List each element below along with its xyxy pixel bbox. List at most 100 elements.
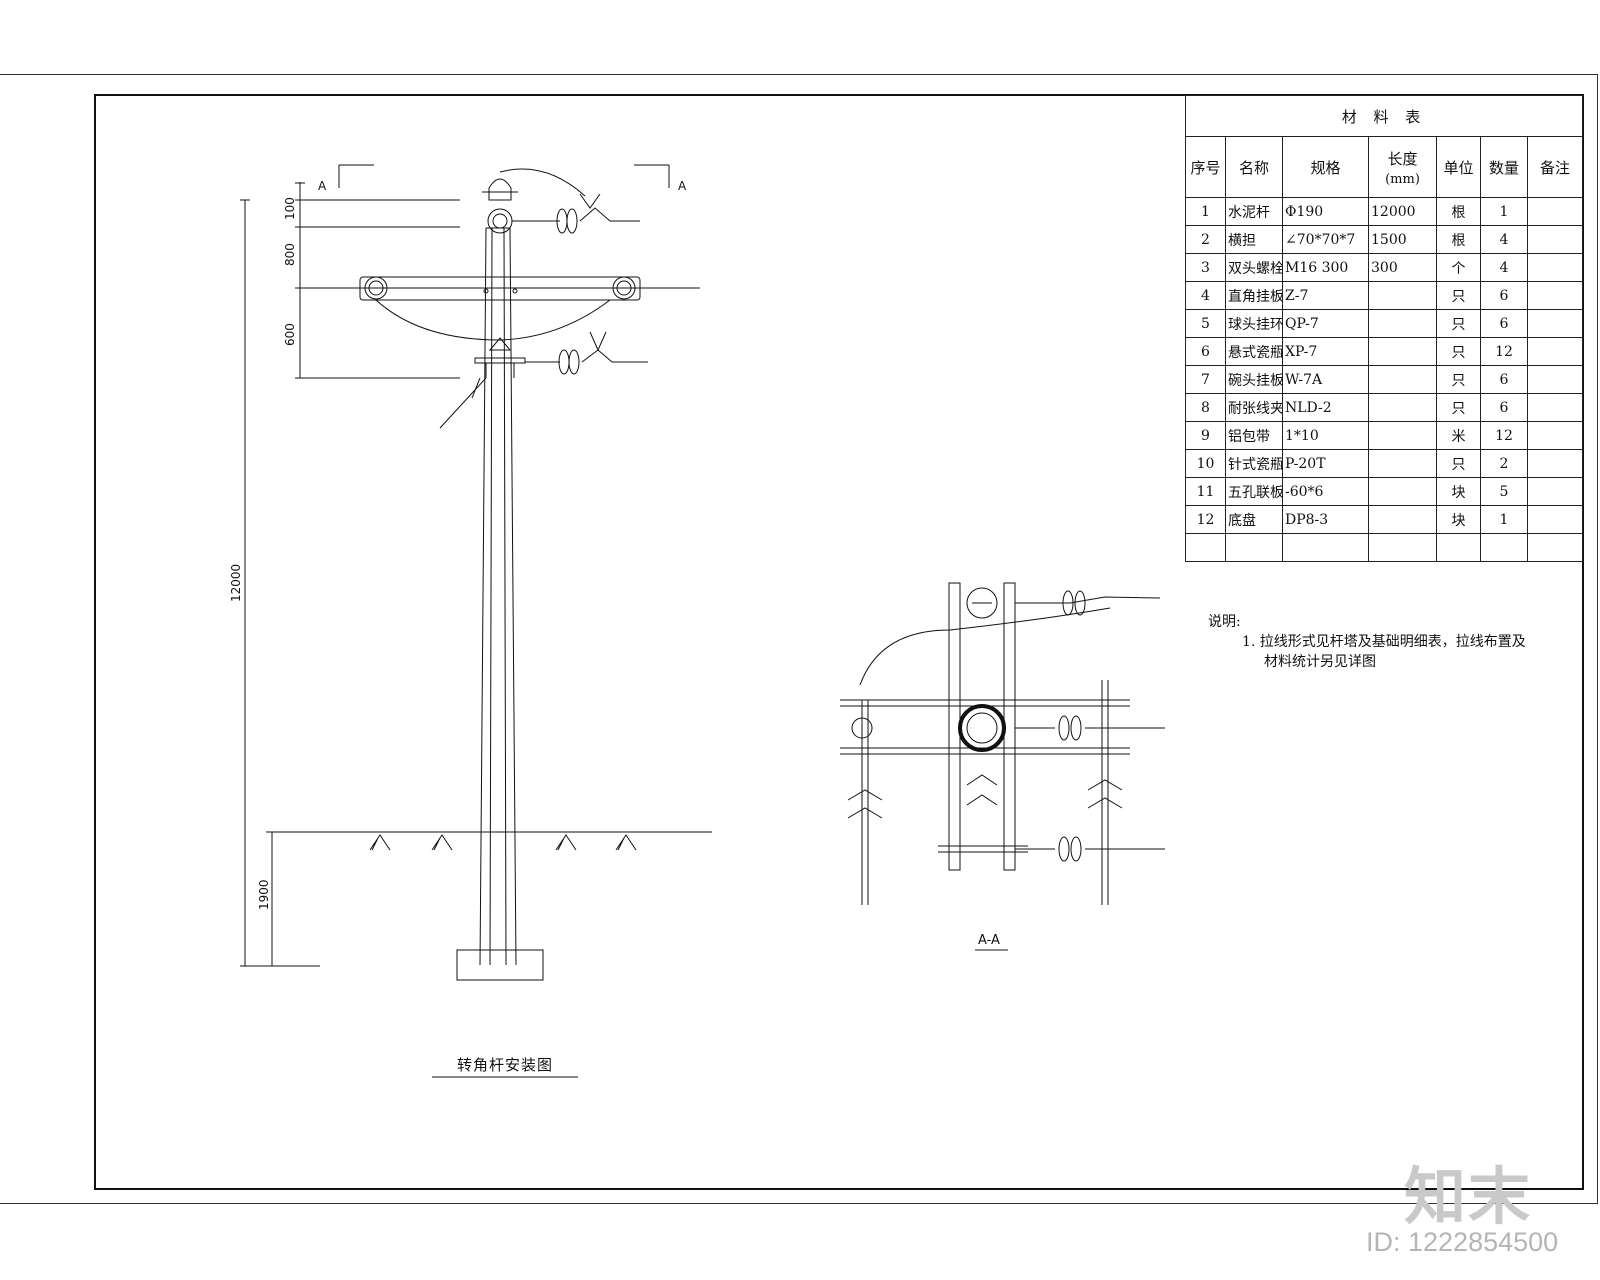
cell-spec: ∠70*70*7 — [1282, 225, 1369, 254]
cell-index: 10 — [1185, 449, 1226, 478]
dim-lower-gap: 600 — [283, 323, 297, 346]
table-row-blank — [1185, 533, 1584, 562]
dim-upper-gap: 800 — [283, 243, 297, 266]
notes: 说明: 1. 拉线形式见杆塔及基础明细表，拉线布置及 材料统计另见详图 — [1208, 612, 1526, 672]
cell-length: 300 — [1368, 253, 1437, 282]
cell-index: 9 — [1185, 421, 1226, 450]
cell-unit: 只 — [1436, 309, 1481, 338]
dim-burial-depth: 1900 — [257, 879, 271, 910]
jumper-wire-upper — [499, 168, 586, 197]
cell-unit: 根 — [1436, 225, 1481, 254]
section-label: A-A — [978, 933, 1000, 948]
cell-remark — [1526, 197, 1584, 226]
dim-top-gap: 100 — [283, 197, 297, 220]
cell-qty: 1 — [1480, 197, 1528, 226]
cell-name: 直角挂板 — [1225, 281, 1283, 310]
cell-index: 7 — [1185, 365, 1226, 394]
cell-index: 6 — [1185, 337, 1226, 366]
cell-unit: 块 — [1436, 505, 1481, 534]
cell-length: 1500 — [1368, 225, 1437, 254]
cell-empty — [1526, 533, 1584, 562]
cell-spec: Φ190 — [1282, 197, 1369, 226]
cell-spec: QP-7 — [1282, 309, 1369, 338]
cell-spec: W-7A — [1282, 365, 1369, 394]
cell-remark — [1526, 225, 1584, 254]
concrete-pole — [479, 178, 518, 966]
cell-unit: 米 — [1436, 421, 1481, 450]
cell-remark — [1526, 421, 1584, 450]
cell-remark — [1526, 309, 1584, 338]
cell-spec: NLD-2 — [1282, 393, 1369, 422]
cell-name: 五孔联板 — [1225, 477, 1283, 506]
table-title: 材 料 表 — [1184, 95, 1584, 137]
cell-empty — [1282, 533, 1369, 562]
cell-qty: 5 — [1480, 477, 1528, 506]
cell-spec: P-20T — [1282, 449, 1369, 478]
cell-qty: 2 — [1480, 449, 1528, 478]
drawing-border — [94, 94, 1584, 1190]
cell-index: 4 — [1185, 281, 1226, 310]
cell-index: 3 — [1185, 253, 1226, 282]
table-header-row: 序号 名称 规格 长度(mm) 单位 数量 备注 — [1185, 136, 1584, 198]
cell-qty: 12 — [1480, 337, 1528, 366]
cell-length — [1368, 421, 1437, 450]
cell-qty: 6 — [1480, 281, 1528, 310]
cell-spec: -60*6 — [1282, 477, 1369, 506]
header-index: 序号 — [1185, 136, 1226, 198]
jumper-wire-lower — [375, 299, 611, 341]
cell-length — [1368, 309, 1437, 338]
strain-insulator-upper — [512, 193, 640, 234]
section-mark-left: A — [318, 179, 327, 193]
cell-empty — [1225, 533, 1283, 562]
cell-length — [1368, 393, 1437, 422]
notes-heading: 说明: — [1208, 614, 1241, 630]
cell-name: 针式瓷瓶 — [1225, 449, 1283, 478]
cell-spec: XP-7 — [1282, 337, 1369, 366]
section-aa-view — [840, 582, 1165, 951]
cell-index: 1 — [1185, 197, 1226, 226]
cell-unit: 只 — [1436, 337, 1481, 366]
notes-line-1: 1. 拉线形式见杆塔及基础明细表，拉线布置及 — [1242, 634, 1526, 650]
notes-line-2: 材料统计另见详图 — [1264, 654, 1376, 670]
cell-index: 5 — [1185, 309, 1226, 338]
brand-logo: 知末 — [1404, 1160, 1533, 1233]
header-length-unit: (mm) — [1385, 171, 1420, 187]
dim-total-height: 12000 — [229, 564, 243, 602]
drawing-title: 转角杆安装图 — [457, 1056, 554, 1074]
cell-name: 水泥杆 — [1225, 197, 1283, 226]
cell-qty: 12 — [1480, 421, 1528, 450]
ground-line — [266, 831, 712, 851]
cell-length — [1368, 505, 1437, 534]
cell-qty: 6 — [1480, 393, 1528, 422]
cell-name: 球头挂环 — [1225, 309, 1283, 338]
cell-qty: 4 — [1480, 253, 1528, 282]
cell-length — [1368, 477, 1437, 506]
cell-unit: 个 — [1436, 253, 1481, 282]
base-plate — [456, 949, 544, 981]
image-id: ID: 1222854500 — [1366, 1227, 1559, 1257]
cell-unit: 根 — [1436, 197, 1481, 226]
dimension-lines — [240, 182, 460, 967]
cell-spec: DP8-3 — [1282, 505, 1369, 534]
header-length-label: 长度 — [1387, 149, 1418, 168]
cell-unit: 只 — [1436, 449, 1481, 478]
outer-frame — [0, 74, 1598, 1204]
header-spec: 规格 — [1282, 136, 1369, 198]
cell-length: 12000 — [1368, 197, 1437, 226]
header-unit: 单位 — [1436, 136, 1481, 198]
cell-index: 12 — [1185, 505, 1226, 534]
section-cut-mark-left — [338, 164, 374, 188]
strain-insulator-lower — [525, 331, 648, 375]
cross-arm — [300, 276, 700, 301]
